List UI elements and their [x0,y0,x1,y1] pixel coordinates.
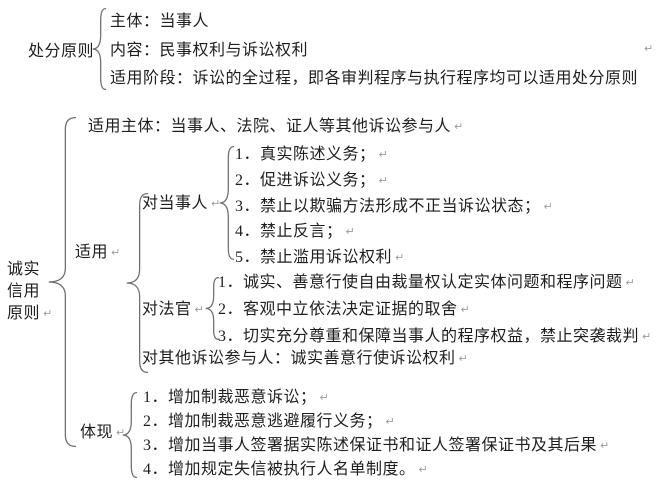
parties-item: 1．真实陈述义务；↵ [235,146,388,163]
line-text: 适用阶段：诉讼的全过程，即各审判程序与执行程序均可以适用处分原则 [110,70,639,87]
item-text: 1．诚实、善意行使自由裁量权认定实体问题和程序问题 [218,274,623,291]
paragraph-return-icon: ↵ [454,120,464,133]
item-text: 5．禁止滥用诉讼权利 [235,249,393,266]
applicable-subjects-line: 适用主体：当事人、法院、证人等其他诉讼参与人↵ [88,118,463,135]
judge-item: 1．诚实、善意行使自由裁量权认定实体问题和程序问题↵ [218,274,635,291]
paragraph-return-icon: ↵ [43,307,53,320]
parties-item: 5．禁止滥用诉讼权利↵ [235,249,404,266]
paragraph-return-icon: ↵ [395,251,405,264]
item-text: 2．促进诉讼义务； [235,172,376,189]
label-text: 原则 [7,305,41,322]
line-text: 主体：当事人 [110,13,210,30]
parties-item: 4．禁止反言；↵ [235,223,355,240]
disposition-line-content: 内容：民事权利与诉讼权利 [110,42,308,59]
good-faith-label-line1: 诚实 [7,261,40,278]
paragraph-return-icon: ↵ [211,197,221,210]
item-text: 3．增加当事人签署据实陈述保证书和证人签署保证书及其后果 [143,437,598,454]
curly-brace-judge [205,276,220,341]
paragraph-return-icon: ↵ [116,426,126,439]
paragraph-return-icon: ↵ [111,246,121,259]
label-text: 对当事人 [142,195,209,212]
item-text: 1．真实陈述义务； [235,146,376,163]
disposition-line-subject: 主体：当事人 [110,13,209,30]
curly-brace-embody [122,391,138,479]
embody-item: 2．增加制裁恶意逃避履行义务；↵ [143,413,395,430]
item-text: 3．禁止以欺骗方法形成不正当诉讼状态； [235,198,541,215]
paragraph-return-icon: ↵ [319,391,329,404]
paragraph-return-icon: ↵ [600,439,610,452]
line-text: 对其他诉讼参与人：诚实善意行使诉讼权利 [142,350,456,367]
paragraph-return-icon: ↵ [378,174,388,187]
good-faith-label-line3: 原则↵ [7,305,52,322]
item-text: 2．客观中立依法决定证据的取舍 [218,301,458,318]
label-text: 适用 [75,244,109,261]
curly-brace-apply [126,192,149,374]
curly-brace-parties [219,145,235,261]
embody-branch-label: 体现↵ [80,424,125,441]
item-text: 4．增加规定失信被执行人名单制度。 [143,461,416,478]
paragraph-return-icon: ↵ [644,42,654,55]
item-text: 2．增加制裁恶意逃避履行义务； [143,413,383,430]
label-text: 信用 [7,283,41,300]
label-text: 诚实 [7,261,41,278]
parties-label: 对当事人↵ [142,195,220,212]
other-participants-line: 对其他诉讼参与人：诚实善意行使诉讼权利↵ [142,350,468,367]
paragraph-return-icon: ↵ [642,330,652,343]
embody-item: 3．增加当事人签署据实陈述保证书和证人签署保证书及其后果↵ [143,437,609,454]
paragraph-return-icon: ↵ [345,225,355,238]
apply-branch-label: 适用↵ [75,244,120,261]
paragraph-return-icon: ↵ [194,303,204,316]
line-text: 内容：民事权利与诉讼权利 [110,42,309,59]
good-faith-label-line2: 信用 [7,283,40,300]
judge-label: 对法官↵ [142,301,204,318]
parties-item: 3．禁止以欺骗方法形成不正当诉讼状态；↵ [235,198,553,215]
curly-brace-disposition [92,7,107,91]
paragraph-return-icon: ↵ [418,463,428,476]
judge-item: 2．客观中立依法决定证据的取舍↵ [218,301,470,318]
disposition-principle-label: 处分原则 [28,43,94,60]
paragraph-return-icon: ↵ [458,352,468,365]
disposition-line-stage: 适用阶段：诉讼的全过程，即各审判程序与执行程序均可以适用处分原则 [110,70,638,87]
label-text: 处分原则 [28,43,95,60]
judge-item: 3．切实充分尊重和保障当事人的程序权益，禁止突袭裁判↵ [218,328,651,345]
embody-item: 4．增加规定失信被执行人名单制度。↵ [143,461,428,478]
curly-brace-good-faith [48,116,77,448]
item-text: 1．增加制裁恶意诉讼； [143,389,317,406]
paragraph-return-icon: ↵ [460,303,470,316]
paragraph-return-icon: ↵ [543,200,553,213]
label-text: 对法官 [142,301,192,318]
item-text: 3．切实充分尊重和保障当事人的程序权益，禁止突袭裁判 [218,328,640,345]
embody-item: 1．增加制裁恶意诉讼；↵ [143,389,329,406]
paragraph-return-icon: ↵ [378,148,388,161]
paragraph-return-icon: ↵ [625,276,635,289]
item-text: 4．禁止反言； [235,223,343,240]
label-text: 体现 [80,424,114,441]
parties-item: 2．促进诉讼义务；↵ [235,172,388,189]
paragraph-return-icon: ↵ [385,415,395,428]
line-text: 适用主体：当事人、法院、证人等其他诉讼参与人 [88,118,452,135]
